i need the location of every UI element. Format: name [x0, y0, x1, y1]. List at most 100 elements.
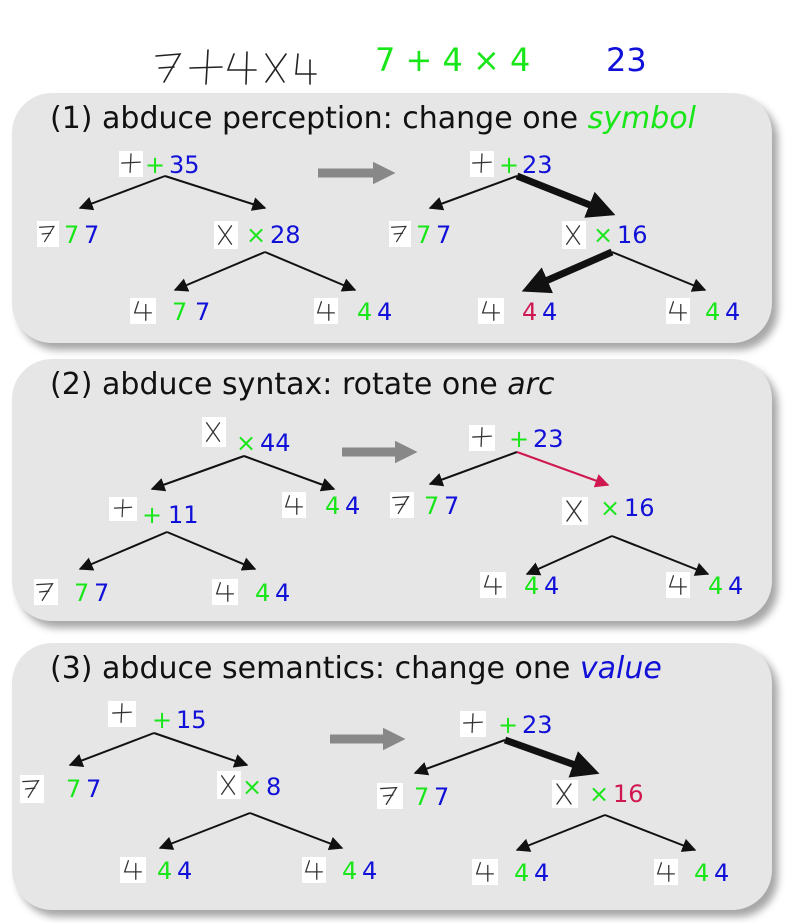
edge [150, 455, 245, 492]
node-symbol: + [499, 151, 520, 179]
edge [158, 812, 251, 850]
node-value: 4 [534, 859, 550, 887]
handwritten-four-icon [666, 298, 690, 324]
handwritten-four-icon [480, 572, 506, 598]
node-value: 28 [270, 221, 301, 249]
panel-abduce-semantics: (3) abduce semantics: change one value +… [12, 643, 772, 910]
edge [611, 535, 710, 576]
handwritten-times-icon [217, 771, 241, 799]
node-symbol: 7 [414, 783, 430, 811]
node-value: 7 [84, 221, 100, 249]
expression-text: 7 + 4 × 4 [375, 41, 531, 79]
handwritten-four-icon [472, 859, 498, 885]
edge-rotated [516, 451, 610, 488]
node-symbol: 4 [524, 572, 540, 600]
node-value: 7 [434, 783, 450, 811]
node-value: 23 [522, 151, 553, 179]
node-symbol: 4 [705, 298, 721, 326]
node-value: 4 [544, 572, 560, 600]
node-symbol: 7 [64, 221, 80, 249]
node-symbol: 7 [416, 221, 432, 249]
node-symbol: 4 [708, 572, 724, 600]
node-symbol: 7 [172, 298, 188, 326]
node-value: 23 [522, 711, 553, 739]
panel-title-keyword: arc [507, 367, 555, 402]
node-symbol: 4 [255, 579, 271, 607]
node-value: 7 [86, 775, 102, 803]
node-value: 8 [266, 773, 282, 801]
node-value: 4 [377, 298, 393, 326]
node-symbol: 4 [325, 492, 341, 520]
edge [428, 175, 518, 211]
handwritten-plus-icon [119, 151, 143, 177]
edge [78, 175, 166, 211]
handwritten-times-icon [552, 780, 578, 808]
panel-abduce-perception: (1) abduce perception: change one symbol… [12, 93, 772, 343]
handwritten-seven-icon [20, 775, 44, 803]
result-text: 23 [606, 41, 647, 79]
node-symbol: + [498, 711, 519, 739]
node-symbol: × [593, 221, 614, 249]
node-value: 7 [195, 298, 211, 326]
node-symbol: 7 [74, 579, 90, 607]
handwritten-seven-icon [377, 783, 403, 809]
edge [243, 455, 336, 492]
node-value: 16 [624, 494, 655, 522]
handwritten-four-icon [302, 857, 326, 883]
node-symbol: × [589, 780, 610, 808]
node-value: 16 [617, 221, 648, 249]
edge [166, 531, 257, 571]
header: 7 + 4 × 4 23 [0, 40, 803, 90]
handwritten-expression-image [155, 49, 317, 85]
panel-title: (3) abduce semantics: change one value [50, 651, 662, 686]
node-value: 11 [168, 501, 199, 529]
handwritten-plus-icon [469, 425, 495, 451]
edge-highlighted [515, 172, 616, 218]
node-symbol: × [246, 221, 267, 249]
node-symbol: 4 [157, 857, 173, 885]
handwritten-four-icon [120, 857, 146, 883]
node-value: 4 [275, 579, 291, 607]
node-symbol: 7 [424, 492, 440, 520]
panel-title-prefix: (1) abduce perception: change one [50, 101, 588, 136]
handwritten-times-icon [562, 221, 586, 249]
node-value: 4 [177, 857, 193, 885]
handwritten-plus-icon [108, 701, 136, 727]
handwritten-plus-icon [109, 497, 137, 521]
node-value: 44 [260, 429, 291, 457]
panel-title-keyword: value [579, 651, 662, 686]
edge-highlighted [521, 248, 614, 294]
panel-title: (1) abduce perception: change one symbol [50, 101, 696, 136]
node-symbol: × [242, 773, 263, 801]
edge [611, 251, 707, 292]
node-symbol: + [152, 706, 173, 734]
edge [153, 732, 249, 768]
tree-edges [78, 440, 710, 576]
panel-title: (2) abduce syntax: rotate one arc [50, 367, 554, 402]
node-value: 4 [728, 572, 744, 600]
node-symbol: + [509, 425, 530, 453]
edge [164, 175, 267, 211]
node-value: 7 [436, 221, 452, 249]
panel-abduce-syntax: (2) abduce syntax: rotate one arc ×44 +1… [12, 359, 772, 621]
handwritten-seven-icon [34, 579, 58, 605]
handwritten-four-icon [282, 492, 306, 518]
panel-title-prefix: (3) abduce semantics: change one [50, 651, 580, 686]
handwritten-times-icon [562, 497, 588, 525]
handwritten-seven-icon [390, 492, 414, 518]
handwritten-times-icon [214, 221, 238, 249]
node-value: 4 [725, 298, 741, 326]
edge [68, 732, 155, 768]
edge [525, 535, 613, 576]
handwritten-four-icon [212, 579, 238, 605]
panel-title-prefix: (2) abduce syntax: rotate one [50, 367, 508, 402]
node-value: 4 [542, 298, 558, 326]
node-symbol: × [600, 494, 621, 522]
edge [264, 251, 357, 292]
node-symbol: 4 [514, 859, 530, 887]
node-value: 4 [345, 492, 361, 520]
edge [428, 451, 518, 487]
node-value: 23 [533, 425, 564, 453]
node-value: 7 [94, 579, 110, 607]
node-value: 4 [714, 859, 730, 887]
